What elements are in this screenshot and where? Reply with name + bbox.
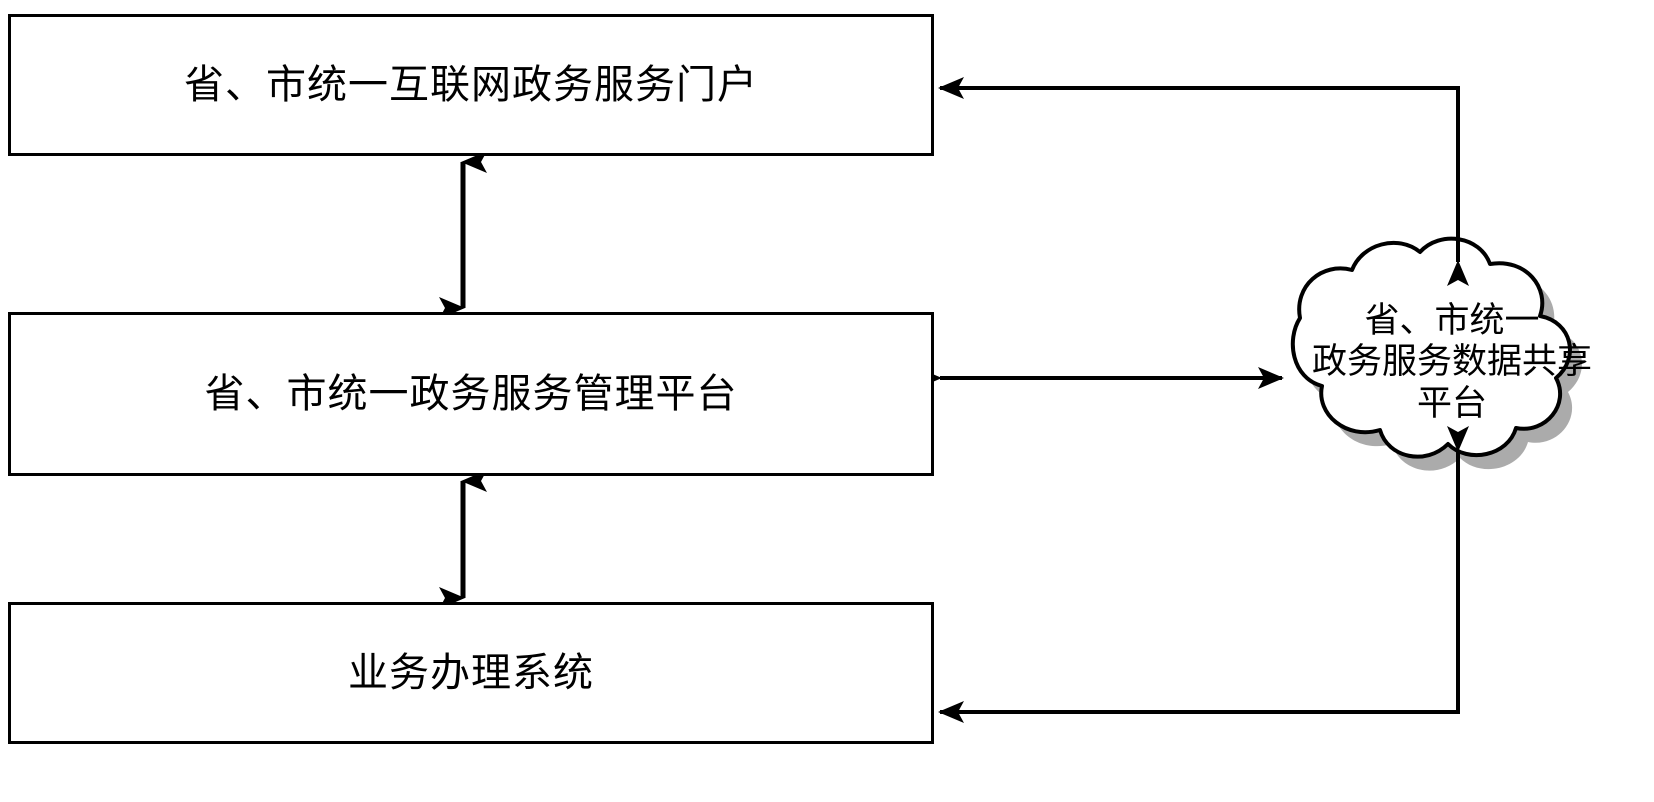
node-box-business[interactable]: 业务办理系统: [8, 602, 934, 744]
node-label-manage: 省、市统一政务服务管理平台: [204, 372, 738, 416]
node-label-business: 业务办理系统: [348, 651, 594, 695]
connector-datashare-portal[interactable]: [938, 77, 1469, 286]
connector-datashare-business[interactable]: [938, 426, 1469, 723]
node-label-portal: 省、市统一互联网政务服务门户: [184, 63, 758, 107]
node-box-portal[interactable]: 省、市统一互联网政务服务门户: [8, 14, 934, 156]
node-box-manage[interactable]: 省、市统一政务服务管理平台: [8, 312, 934, 476]
node-cloud-datashare[interactable]: [1290, 236, 1572, 459]
